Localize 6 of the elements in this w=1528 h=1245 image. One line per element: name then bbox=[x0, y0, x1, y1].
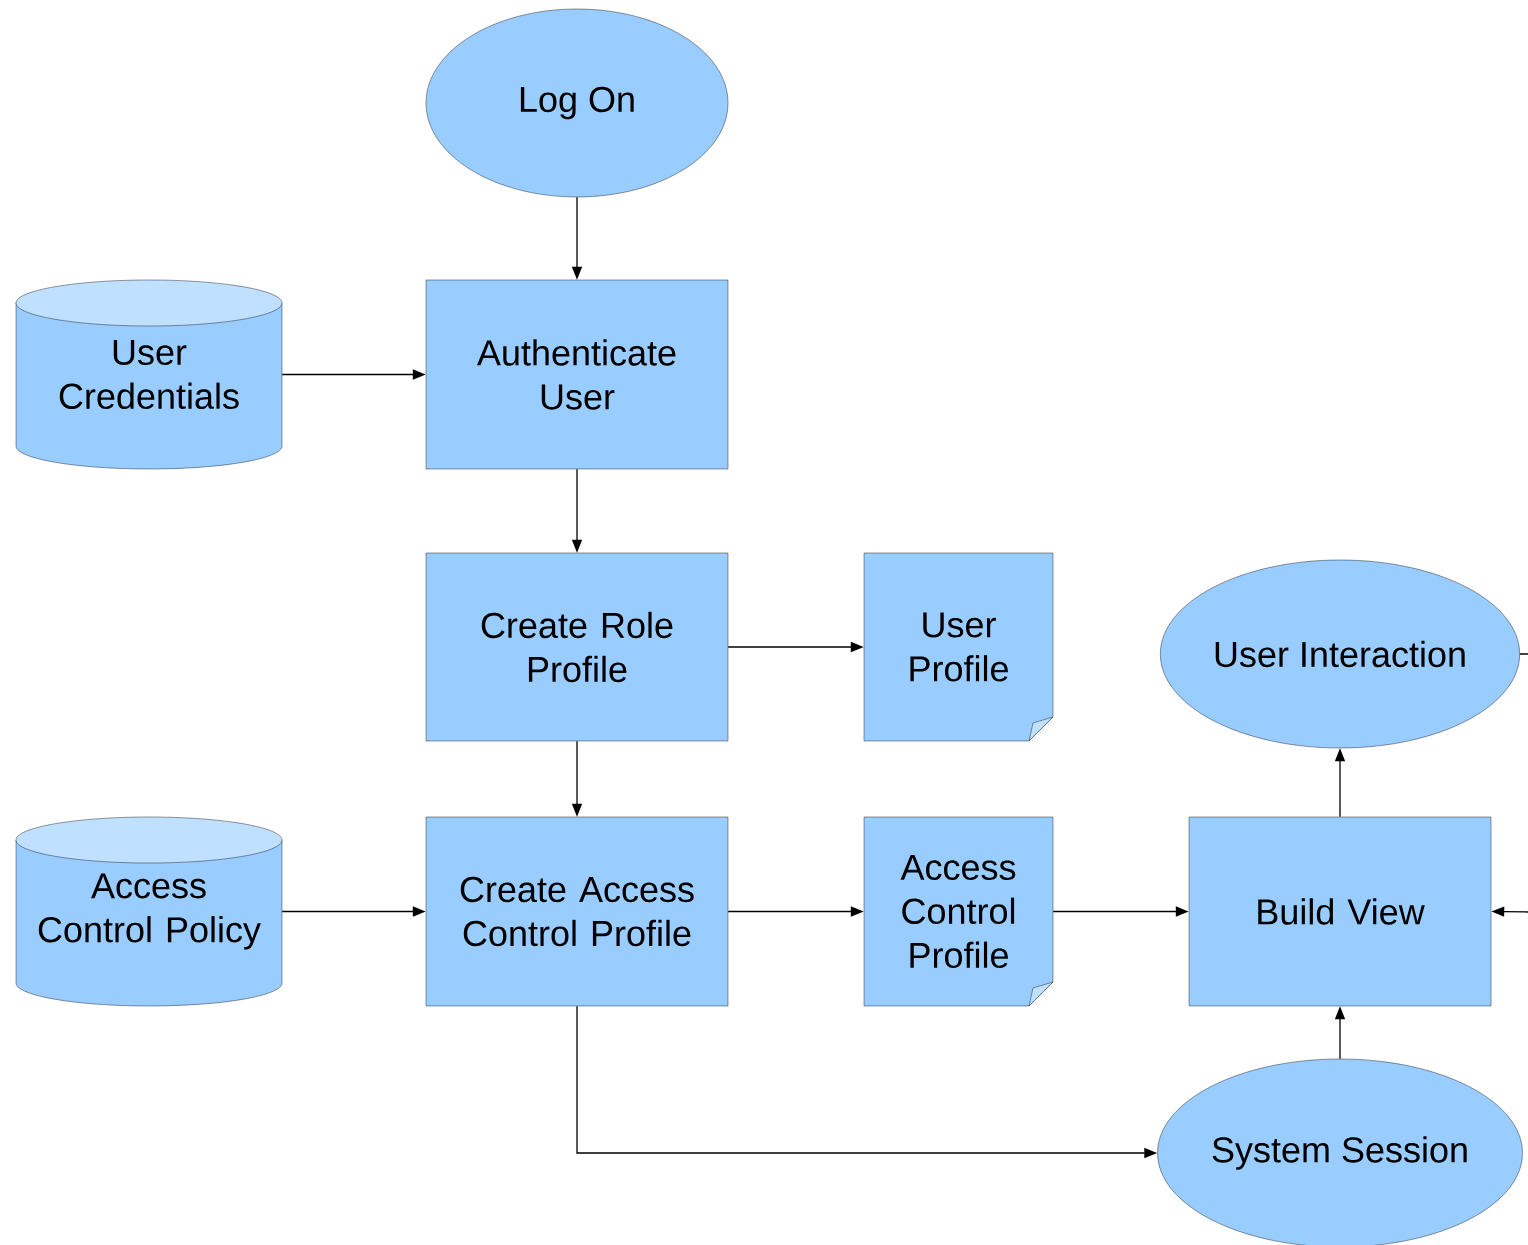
process-box: Authenticate User bbox=[425, 279, 729, 470]
database-cylinder: Access Control Policy bbox=[15, 816, 283, 1007]
process-box: Build View bbox=[1188, 816, 1492, 1007]
database-cylinder: User Credentials bbox=[15, 279, 283, 470]
process-box: Create Access Control Profile bbox=[425, 816, 729, 1007]
process-box: Create Role Profile bbox=[425, 552, 729, 742]
